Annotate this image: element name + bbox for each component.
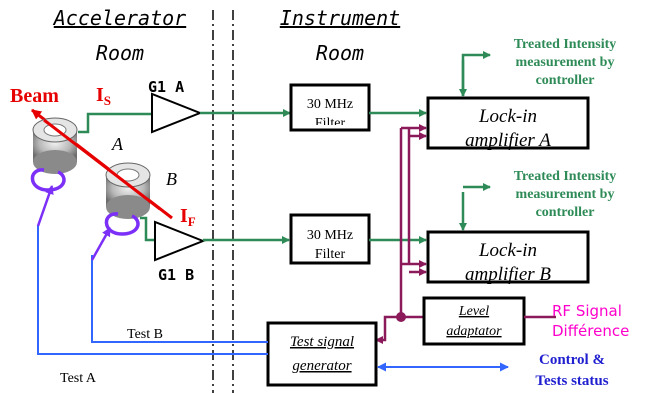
control-line2: Tests status: [535, 373, 608, 389]
treated-a-line3: controller: [536, 73, 595, 88]
toroid-a: [32, 117, 78, 174]
treated-a-line1: Treated Intensity: [514, 37, 617, 52]
test-signal-generator-box: [266, 321, 378, 387]
amplifier-g1b-label: G1 B: [158, 266, 194, 284]
level-adaptator-box: [422, 296, 526, 346]
lockin-b-line2: amplifier B: [465, 264, 551, 285]
treated-b-line1: Treated Intensity: [514, 169, 617, 184]
beam-label: Beam: [10, 85, 59, 107]
filter-a: [289, 83, 371, 132]
test-generator-line2: generator: [292, 358, 351, 374]
filter-b-line2: Filter: [315, 247, 346, 262]
amplifier-g1b: [154, 220, 206, 262]
toroid-b-label: B: [166, 169, 177, 189]
lockin-amplifier-b: [426, 230, 590, 284]
rf-signal-line2: Différence: [552, 322, 629, 340]
amplifier-g1a: [151, 92, 203, 134]
treated-b-line2: measurement by: [516, 187, 615, 202]
instrument-room-subtitle: Room: [316, 41, 364, 65]
accelerator-room-subtitle: Room: [96, 41, 144, 65]
level-adaptator-line2: adaptator: [446, 324, 502, 339]
test-b-line: [91, 255, 268, 343]
lockin-a-line1: Lock-in: [478, 106, 537, 127]
test-a-arrow: [36, 185, 54, 227]
test-b-label: Test B: [127, 327, 163, 342]
control-line1: Control &: [539, 352, 605, 368]
treated-a-line2: measurement by: [516, 55, 615, 70]
signal-path-b-in: [140, 216, 155, 242]
treated-b-line3: controller: [536, 205, 595, 220]
test-a-label: Test A: [60, 371, 97, 386]
treated-a-arrow: [461, 51, 491, 96]
if-signal-label: IF: [180, 205, 196, 229]
test-generator-line1: Test signal: [290, 334, 354, 350]
toroid-b: [105, 162, 151, 219]
test-b-arrow: [90, 227, 112, 261]
filter-a-line1: 30 MHz: [307, 97, 353, 112]
lockin-amplifier-a: [426, 96, 590, 150]
accelerator-room-title: Accelerator: [52, 6, 186, 30]
filter-b-line1: 30 MHz: [307, 228, 353, 243]
beam-line-through: [43, 118, 161, 211]
test-coil-b: [104, 212, 140, 236]
reference-to-generator: [375, 315, 401, 344]
lockin-a-line2: amplifier A: [465, 130, 551, 151]
rf-signal-line1: RF Signal: [552, 302, 622, 320]
level-adaptator-line1: Level: [458, 304, 489, 319]
reference-junction: [396, 312, 406, 322]
filter-b: [289, 213, 371, 265]
signal-path-a-in: [78, 112, 152, 134]
test-a-line: [37, 225, 268, 355]
lockin-b-line1: Lock-in: [478, 240, 537, 261]
amplifier-g1a-label: G1 A: [148, 78, 184, 96]
toroid-a-label: A: [111, 134, 124, 154]
instrument-room-title: Instrument: [280, 6, 400, 30]
is-signal-label: IS: [96, 84, 111, 108]
